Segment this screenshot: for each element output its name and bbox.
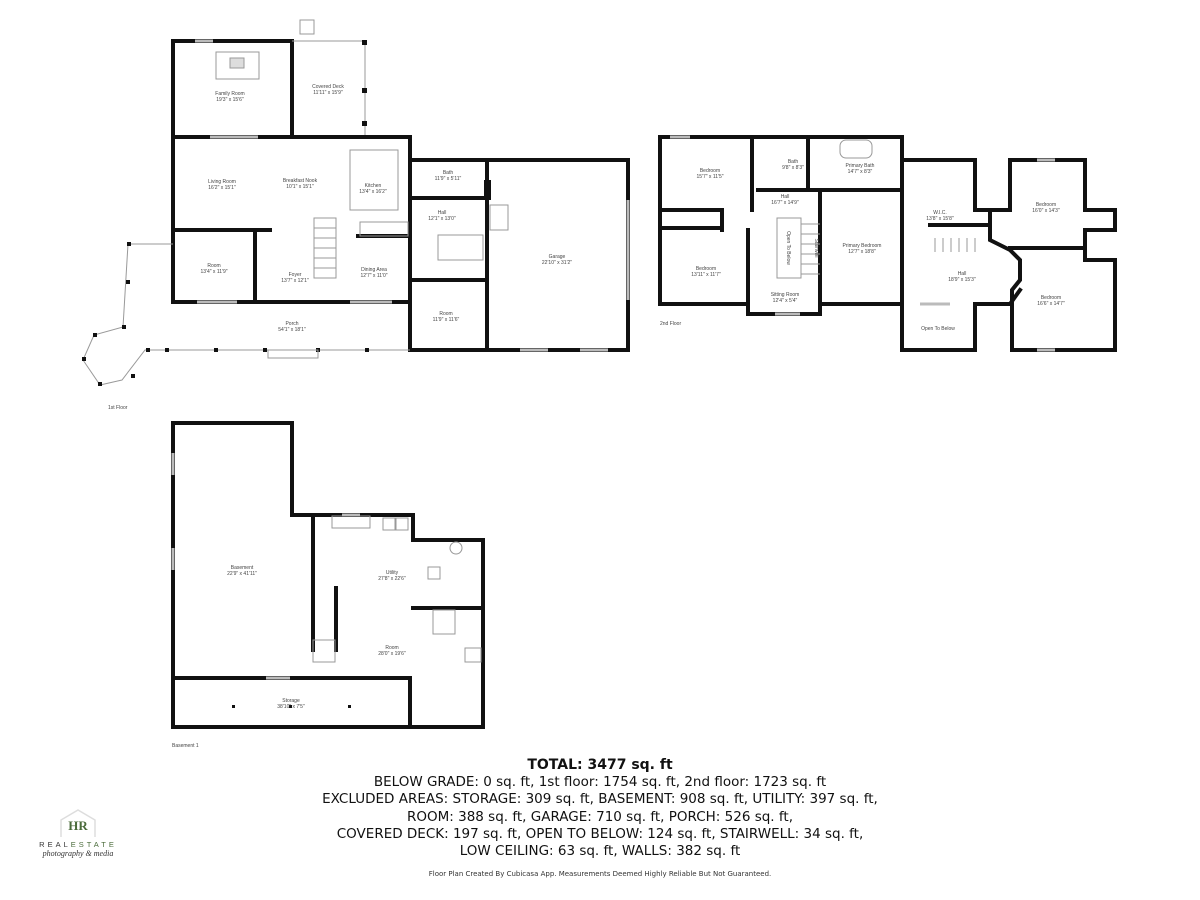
room-dims: 19'3" x 15'6" xyxy=(216,97,244,103)
room-dims: 13'4" x 16'2" xyxy=(359,189,387,195)
room-dims: 22'10" x 31'2" xyxy=(542,260,572,266)
floor-label: 1st Floor xyxy=(108,405,128,411)
room-label: Open To Below xyxy=(785,231,791,265)
room-dims: 27'8" x 22'6" xyxy=(378,576,406,582)
room-label: Bath xyxy=(788,159,799,165)
room-dims: 16'0" x 14'3" xyxy=(1032,208,1060,214)
logo-monogram: HR xyxy=(68,818,88,833)
room-label: Room xyxy=(207,263,220,269)
room-dims: 11'9" x 11'6" xyxy=(433,317,460,323)
room-dims: 12'7" x 11'0" xyxy=(360,273,387,279)
room-label: Room xyxy=(385,645,398,651)
room-label: Dining Area xyxy=(361,267,387,273)
disclaimer: Floor Plan Created By Cubicasa App. Meas… xyxy=(428,870,772,878)
summary-line: LOW CEILING: 63 sq. ft, WALLS: 382 sq. f… xyxy=(459,843,741,860)
room-dims: 16'2" x 15'1" xyxy=(208,185,236,191)
room-dims: 13'11" x 11'7" xyxy=(691,272,721,278)
logo-tagline: photography & media xyxy=(42,849,114,858)
house-icon: HR xyxy=(58,808,98,838)
room-label: Garage xyxy=(549,254,566,260)
room-label: Hall xyxy=(958,271,967,277)
room-label: Bath xyxy=(443,170,454,176)
room-dims: 22'9" x 41'11" xyxy=(227,571,257,577)
room-dims: 28'0" x 19'6" xyxy=(378,651,406,657)
room-dims: 9'8" x 8'3" xyxy=(782,165,804,171)
room-dims: 13'4" x 11'9" xyxy=(200,269,227,275)
room-dims: 15'7" x 11'5" xyxy=(696,174,723,180)
room-dims: 16'6" x 14'7" xyxy=(1037,301,1065,307)
brand-logo: HR REALESTATE photography & media xyxy=(28,808,128,858)
room-dims: 12'7" x 18'8" xyxy=(848,249,876,255)
room-dims: 13'7" x 12'1" xyxy=(281,278,309,284)
room-label: Storage xyxy=(282,698,300,704)
room-label: Hall xyxy=(781,194,790,200)
room-dims: 14'7" x 8'3" xyxy=(848,169,873,175)
total-area: TOTAL: 3477 sq. ft xyxy=(527,757,673,773)
room-dims: 10'1" x 15'1" xyxy=(286,184,314,190)
summary-line: COVERED DECK: 197 sq. ft, OPEN TO BELOW:… xyxy=(336,825,864,842)
room-label: Primary Bedroom xyxy=(843,243,882,249)
room-label: Breakfast Nook xyxy=(283,178,318,184)
summary-line: EXCLUDED AREAS: STORAGE: 309 sq. ft, BAS… xyxy=(322,791,878,808)
room-label: Stairwell xyxy=(813,239,819,258)
room-dims: 16'7" x 14'9" xyxy=(771,200,799,206)
room-label: Basement xyxy=(231,565,254,571)
room-label: Utility xyxy=(386,570,399,576)
room-label: Porch xyxy=(285,321,298,327)
room-dims: 11'11" x 15'9" xyxy=(313,90,343,96)
room-label: W.I.C. xyxy=(933,210,947,216)
room-dims: 12'4" x 5'4" xyxy=(773,298,798,304)
area-summary: TOTAL: 3477 sq. ft BELOW GRADE: 0 sq. ft… xyxy=(300,757,900,860)
room-label: Bedroom xyxy=(1036,202,1056,208)
second-floor-plan: Bedroom 15'7" x 11'5" Bath 9'8" x 8'3" P… xyxy=(658,135,1117,352)
room-label: Living Room xyxy=(208,179,236,185)
summary-line: BELOW GRADE: 0 sq. ft, 1st floor: 1754 s… xyxy=(373,774,827,790)
room-label: Hall xyxy=(438,210,447,216)
room-label: Bedroom xyxy=(1041,295,1061,301)
room-label: Foyer xyxy=(289,272,302,278)
basement-plan: Basement 22'9" x 41'11" Utility 27'8" x … xyxy=(171,421,485,749)
room-label: Kitchen xyxy=(365,183,382,189)
room-label: Bedroom xyxy=(700,168,720,174)
room-dims: 18'9" x 15'3" xyxy=(948,277,976,283)
room-label: Sitting Room xyxy=(771,292,800,298)
floor-label: Basement 1 xyxy=(172,743,199,749)
floor-plan-drawing: Family Room 19'3" x 15'6" Covered Deck 1… xyxy=(82,19,1117,749)
logo-brand: REALESTATE xyxy=(39,840,117,849)
room-label: Primary Bath xyxy=(846,163,875,169)
room-dims: 54'1" x 18'1" xyxy=(278,327,306,333)
room-dims: 11'9" x 5'11" xyxy=(435,176,462,182)
summary-line: ROOM: 388 sq. ft, GARAGE: 710 sq. ft, PO… xyxy=(407,808,793,825)
room-label: Covered Deck xyxy=(312,84,344,90)
room-dims: 13'8" x 15'8" xyxy=(926,216,954,222)
room-label: Bedroom xyxy=(696,266,716,272)
room-dims: 12'1" x 13'0" xyxy=(428,216,456,222)
first-floor-plan: Family Room 19'3" x 15'6" Covered Deck 1… xyxy=(82,19,630,411)
room-label: Room xyxy=(439,311,452,317)
floor-label: 2nd Floor xyxy=(660,321,681,327)
room-label: Open To Below xyxy=(921,326,955,332)
room-label: Family Room xyxy=(215,91,244,97)
room-dims: 38'10" x 7'5" xyxy=(277,704,305,710)
